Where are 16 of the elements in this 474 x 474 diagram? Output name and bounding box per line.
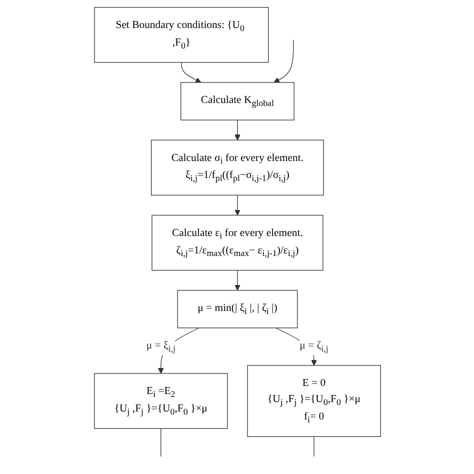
arrow bbox=[180, 62, 201, 83]
node-box: Set Boundary conditions: {U$_{0}$ ,F$_{0}$} bbox=[94, 7, 268, 63]
connector bbox=[160, 428, 161, 457]
arrow bbox=[234, 120, 240, 140]
node-box: Calculate σ$_{i}$ for every element. ξ$_{i,j}$=1/f$_{pl}$((f$_{pl}$−σ$_{i,j-1}$)/σ$_{i,j}$) bbox=[150, 140, 324, 196]
node-box: E$_{i}$ =E$_{2}$ {U$_{j}$ ,F$_{j}$ }={U$_{0}$,F$_{0}$ }×μ bbox=[94, 373, 228, 429]
arrow bbox=[273, 40, 294, 83]
node-box: Calculate K$_{global}$ bbox=[180, 82, 294, 120]
arrow bbox=[234, 270, 240, 291]
node-box: E = 0 {U$_{j}$ ,F$_{j}$ }={U$_{0}$,F$_{0}$ }×μ f$_{i}$= 0 bbox=[246, 365, 380, 437]
node-box: Calculate ε$_{i}$ for every element. ζ$_{i,j}$=1/ε$_{max}$((ε$_{max}$− ε$_{i,j-1}$)/ε$_{i,j}$) bbox=[151, 214, 323, 271]
arrow bbox=[234, 194, 240, 216]
connector bbox=[313, 436, 314, 457]
edge-label: μ = ζ$_{i,j}$ bbox=[299, 340, 328, 354]
edge-label: μ = ξ$_{i,j}$ bbox=[146, 340, 175, 354]
node-box: μ = min(| ξ$_{i}$ |, | ζ$_{i}$ |) bbox=[176, 290, 298, 328]
